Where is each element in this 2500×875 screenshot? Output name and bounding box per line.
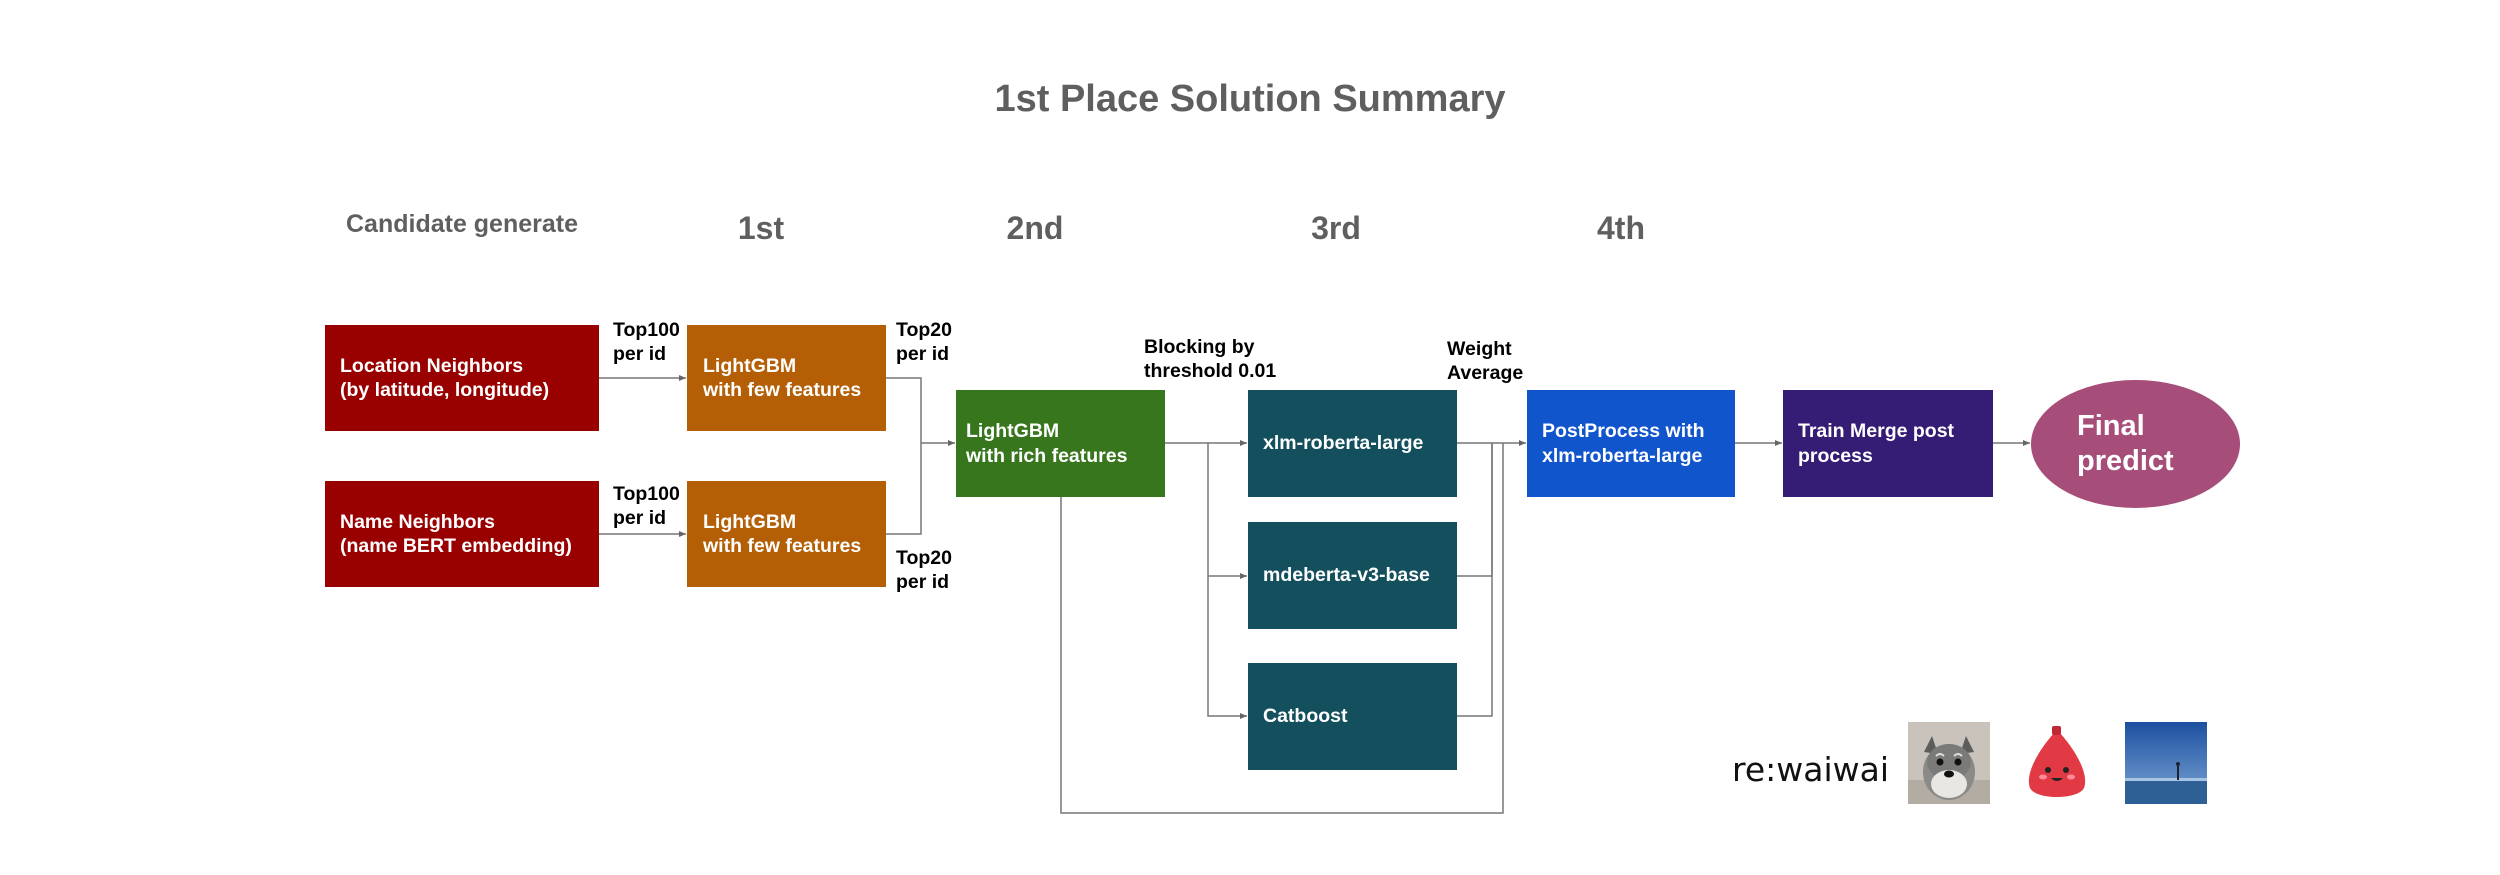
top100-upper-line1: Top100 — [613, 319, 680, 341]
train-merge-box: Train Merge post process — [1783, 390, 1993, 497]
top100-lower-line1: Top100 — [613, 483, 680, 505]
postprocess-subtitle: xlm-roberta-large — [1542, 444, 1703, 467]
weight-line2: Average — [1447, 362, 1524, 385]
edge-label-top100-lower: Top100 per id — [613, 482, 680, 531]
stage-label-3rd: 3rd — [1311, 210, 1361, 246]
location-neighbors-box: Location Neighbors (by latitude, longitu… — [325, 325, 599, 431]
top20-upper-line2: per id — [896, 343, 950, 366]
diagram-title: 1st Place Solution Summary — [994, 78, 1506, 120]
lgbm-rich-features-box: LightGBM with rich features — [956, 390, 1165, 497]
edge-label-top20-lower: Top20 per id — [896, 546, 952, 595]
lgbm-few-1-title: LightGBM — [703, 354, 797, 377]
postprocess-box: PostProcess with xlm-roberta-large — [1527, 390, 1735, 497]
final-predict-ellipse: Final predict — [2031, 380, 2240, 508]
lgbm-few-features-box-1: LightGBM with few features — [687, 325, 886, 431]
weight-line1: Weight — [1447, 338, 1512, 360]
mdeberta-label: mdeberta-v3-base — [1263, 564, 1430, 587]
name-neighbors-subtitle: (name BERT embedding) — [340, 535, 572, 557]
lgbm-few-features-box-2: LightGBM with few features — [687, 481, 886, 587]
edge-label-top20-upper: Top20 per id — [896, 318, 952, 367]
blocking-line2: threshold 0.01 — [1144, 360, 1277, 383]
stage-label-candidate: Candidate generate — [345, 210, 579, 238]
stage-label-2nd: 2nd — [1006, 210, 1064, 246]
blocking-line1: Blocking by — [1144, 336, 1255, 358]
stage-label-1st: 1st — [737, 210, 785, 246]
lgbm-few-2-title: LightGBM — [703, 510, 797, 533]
xlm-roberta-large-box: xlm-roberta-large — [1248, 390, 1457, 497]
lgbm-rich-title: LightGBM — [966, 420, 1060, 443]
lgbm-rich-subtitle: with rich features — [966, 444, 1128, 467]
edge-label-blocking: Blocking by threshold 0.01 — [1144, 335, 1276, 384]
final-predict-line1: Final — [2077, 410, 2145, 443]
postprocess-title: PostProcess with — [1542, 420, 1705, 443]
xlm-roberta-label: xlm-roberta-large — [1263, 432, 1424, 455]
top20-lower-line2: per id — [896, 571, 950, 594]
catboost-label: Catboost — [1263, 705, 1348, 728]
location-neighbors-title: Location Neighbors — [340, 354, 524, 377]
team-name: re:waiwai — [1732, 750, 1890, 789]
edge-label-top100-upper: Top100 per id — [613, 318, 680, 367]
catboost-box: Catboost — [1248, 663, 1457, 770]
stage-label-4th: 4th — [1597, 210, 1645, 246]
train-merge-title: Train Merge post — [1798, 420, 1955, 443]
name-neighbors-box: Name Neighbors (name BERT embedding) — [325, 481, 599, 587]
mdeberta-box: mdeberta-v3-base — [1248, 522, 1457, 629]
top20-upper-line1: Top20 — [896, 319, 952, 341]
location-neighbors-subtitle: (by latitude, longitude) — [340, 379, 550, 401]
top100-lower-line2: per id — [613, 507, 667, 530]
name-neighbors-title: Name Neighbors — [340, 510, 495, 533]
blue-sky-landscape-photo-icon — [2125, 722, 2207, 804]
schnauzer-dog-photo-icon — [1908, 722, 1990, 804]
top100-upper-line2: per id — [613, 343, 667, 366]
final-predict-line2: predict — [2077, 445, 2174, 477]
lgbm-few-1-subtitle: with few features — [703, 379, 862, 401]
top20-lower-line1: Top20 — [896, 547, 952, 569]
lgbm-few-2-subtitle: with few features — [703, 535, 862, 557]
train-merge-subtitle: process — [1798, 444, 1873, 467]
edge-label-weight-average: Weight Average — [1447, 337, 1523, 386]
red-plush-mascot-icon — [2016, 722, 2098, 804]
